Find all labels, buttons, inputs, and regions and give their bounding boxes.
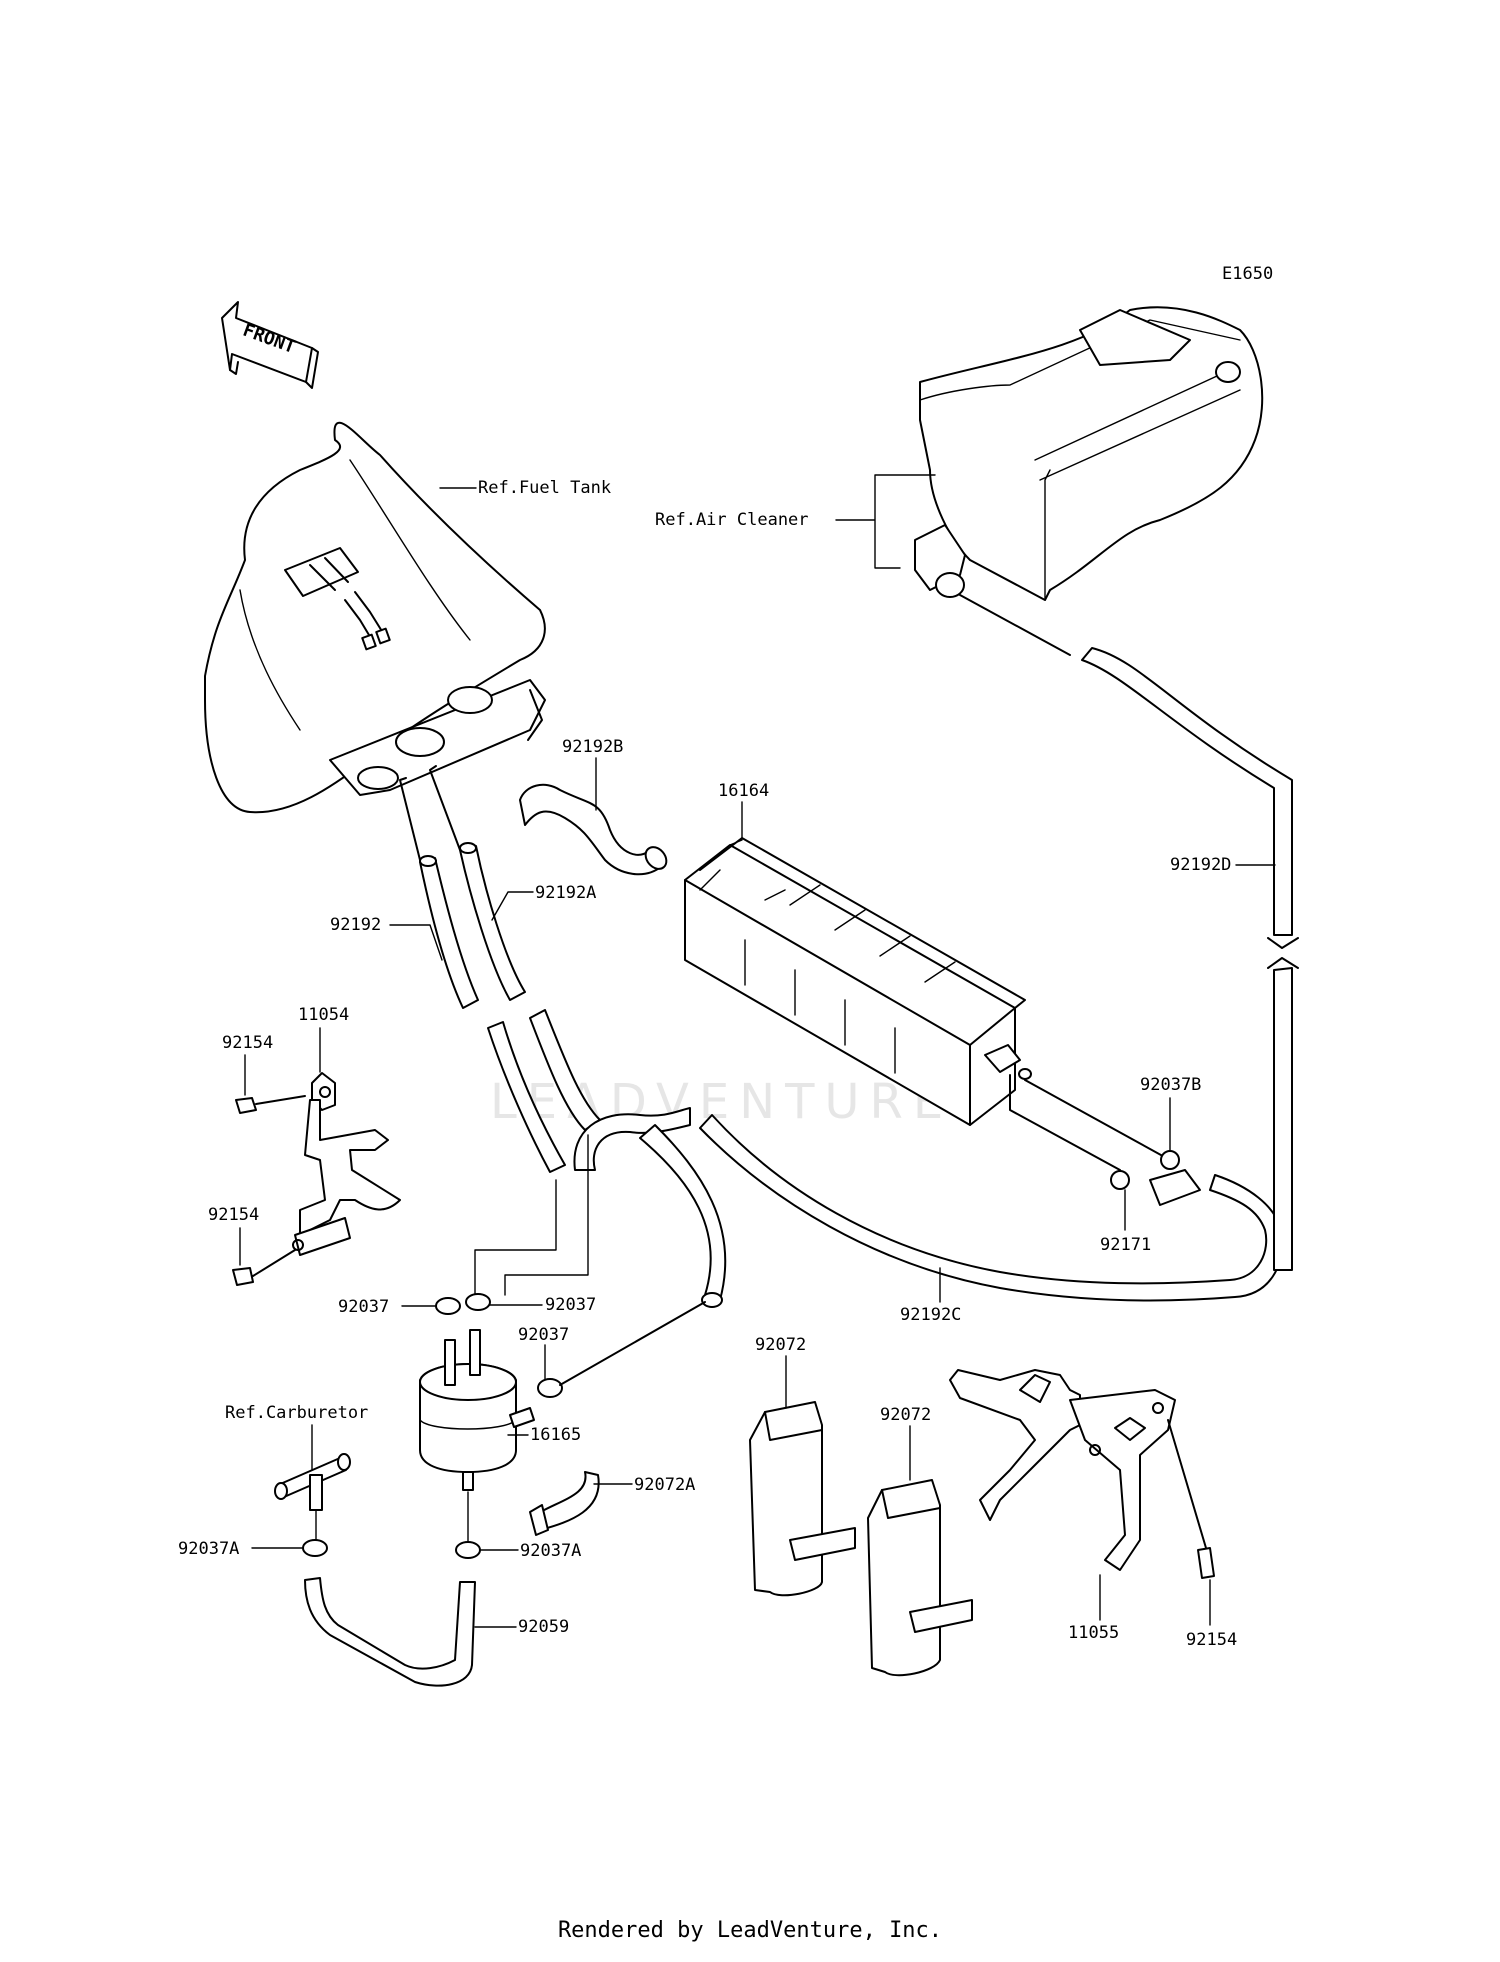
hose-92192c — [699, 1114, 1284, 1302]
canister-16164 — [684, 837, 1032, 1126]
footer-credit: Rendered by LeadVenture, Inc. — [557, 1918, 943, 1943]
callout-92037-left: 92037 — [338, 1297, 389, 1317]
callout-11055: 11055 — [1068, 1623, 1119, 1643]
callout-92072a: 92072A — [634, 1475, 695, 1495]
callout-92192c: 92192C — [900, 1305, 961, 1325]
callout-16164: 16164 — [718, 781, 769, 801]
ref-carburetor-label: Ref.Carburetor — [225, 1403, 368, 1423]
callout-92192d: 92192D — [1170, 855, 1231, 875]
callout-16165: 16165 — [530, 1425, 581, 1445]
clamp-92171 — [1110, 1170, 1130, 1190]
callout-92037a-right: 92037A — [520, 1541, 581, 1561]
callout-92154-lower: 92154 — [208, 1205, 259, 1225]
hose-curved-top — [573, 1107, 691, 1171]
callout-92192: 92192 — [330, 915, 381, 935]
hose-92192c-end — [1149, 1169, 1201, 1206]
hose-92192b — [519, 783, 663, 876]
callout-92037-mid: 92037 — [518, 1325, 569, 1345]
diagram-code: E1650 — [1222, 264, 1273, 284]
clamp-92072-left — [749, 1401, 856, 1597]
callout-92037-right: 92037 — [545, 1295, 596, 1315]
callout-92072-left: 92072 — [755, 1335, 806, 1355]
carburetor-fitting — [274, 1453, 351, 1511]
hose-92192 — [419, 857, 479, 1009]
hose-to-92037 — [639, 1124, 727, 1301]
strap-92072a — [534, 1471, 600, 1531]
clamp-92037-mid — [537, 1378, 563, 1398]
front-arrow-icon: FRONT — [221, 301, 319, 389]
clamp-92072-right — [867, 1479, 973, 1677]
bracket-11054 — [292, 1072, 401, 1256]
clamp-92037-left — [435, 1297, 461, 1315]
clamp-92037-right — [465, 1293, 491, 1311]
clamp-92037a-right — [455, 1541, 481, 1559]
callout-92154-upper: 92154 — [222, 1033, 273, 1053]
callout-92192b: 92192B — [562, 737, 623, 757]
fuel-filter-16165 — [419, 1329, 535, 1491]
bolt-92154-upper — [235, 1095, 306, 1114]
hose-92192d — [1081, 647, 1293, 936]
hose-92192d-lower — [1273, 967, 1293, 1271]
callout-92192a: 92192A — [535, 883, 596, 903]
callout-92072-right: 92072 — [880, 1405, 931, 1425]
clamp-92037a-left — [302, 1539, 328, 1557]
hose-92192a — [459, 845, 526, 1001]
callout-92059: 92059 — [518, 1617, 569, 1637]
callout-11054: 11054 — [298, 1005, 349, 1025]
callout-92171: 92171 — [1100, 1235, 1151, 1255]
clamp-92037b — [1160, 1150, 1180, 1170]
callout-92037b: 92037B — [1140, 1075, 1201, 1095]
ref-fuel-tank-label: Ref.Fuel Tank — [478, 478, 611, 498]
bolt-92154-lower — [232, 1249, 296, 1286]
air-cleaner — [914, 306, 1264, 601]
hose-92059 — [304, 1577, 476, 1687]
fuel-tank — [204, 421, 546, 814]
hose-to-filter-left — [487, 1021, 566, 1173]
ref-air-cleaner-label: Ref.Air Cleaner — [655, 510, 809, 530]
bolt-92154-right — [1167, 1419, 1215, 1579]
callout-92037a-left: 92037A — [178, 1539, 239, 1559]
bracket-11055 — [949, 1369, 1176, 1571]
callout-92154-right: 92154 — [1186, 1630, 1237, 1650]
